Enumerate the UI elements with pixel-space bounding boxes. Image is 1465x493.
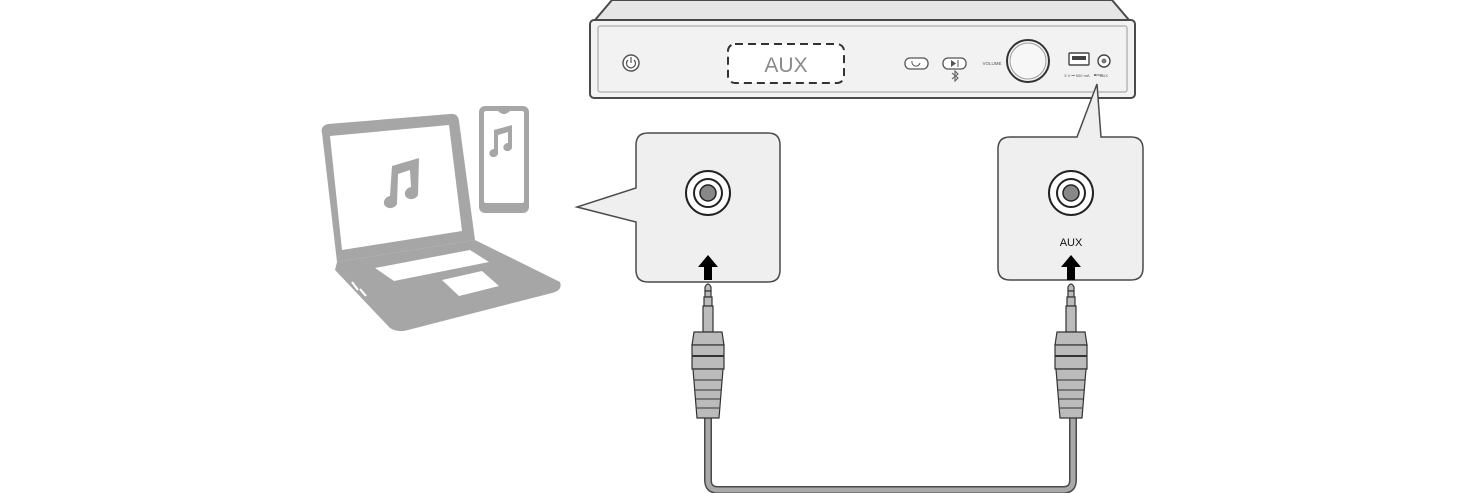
usb-icon	[1094, 74, 1103, 76]
music-note-icon	[383, 158, 419, 209]
aux-cable	[705, 418, 1076, 493]
volume-knob[interactable]	[1006, 39, 1050, 83]
soundbar-device: AUX VOLUME 5 V ⎓ 500 mA	[589, 0, 1136, 99]
zoom-callout-right: AUX	[997, 83, 1144, 281]
device-aux-label: AUX	[1100, 73, 1109, 78]
device-top-bevel	[592, 0, 1132, 21]
aux-jack-socket-right	[1048, 170, 1094, 216]
input-icon	[911, 60, 921, 67]
phone-notch	[498, 111, 510, 114]
device-front-panel	[589, 19, 1136, 99]
power-icon	[625, 57, 637, 69]
input-button[interactable]	[904, 57, 929, 70]
laptop-port-2	[359, 288, 367, 297]
bluetooth-icon	[951, 69, 959, 83]
aux-port-label: AUX	[1060, 237, 1083, 249]
jack-plug-right	[1054, 283, 1088, 419]
zoom-callout-left	[574, 132, 781, 283]
laptop-keyboard	[375, 250, 489, 281]
jack-plug-icon	[1054, 283, 1088, 419]
cable-outline	[704, 418, 1077, 493]
usb-port	[1068, 52, 1090, 66]
phone-screen	[484, 111, 524, 203]
display-window	[727, 43, 845, 84]
arrow-up-icon	[1061, 255, 1081, 280]
laptop-trackpad	[442, 271, 499, 296]
music-note-icon	[489, 125, 512, 158]
play-pause-button[interactable]	[942, 57, 967, 70]
arrow-up-icon	[698, 255, 718, 280]
laptop-port-1	[351, 281, 359, 291]
phone	[479, 106, 529, 213]
device-aux-port	[1097, 54, 1111, 68]
aux-jack-socket-left	[685, 170, 731, 216]
play-icon	[951, 60, 956, 67]
device-inner-frame	[597, 25, 1128, 93]
power-button[interactable]	[622, 54, 640, 72]
jack-plug-left	[691, 283, 725, 419]
laptop-base	[335, 240, 561, 332]
laptop	[321, 113, 561, 332]
usb-label: 5 V ⎓ 500 mA	[1064, 73, 1090, 78]
display-text: AUX	[764, 54, 807, 77]
volume-label: VOLUME	[982, 61, 1001, 66]
jack-plug-icon	[691, 283, 725, 419]
